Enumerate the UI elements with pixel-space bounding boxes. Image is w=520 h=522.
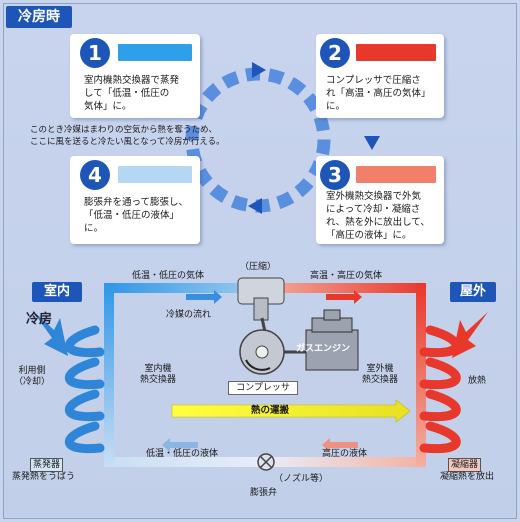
step-color-bar-4 xyxy=(118,166,192,183)
step-card-2: 2 コンプレッサで圧縮さ れ「高温・高圧の気体」 に。 xyxy=(316,34,444,118)
step-number-3: 3 xyxy=(320,160,350,190)
step-card-3: 3 室外機熱交換器で外気 によって冷却・凝縮さ れ、熱を外に放出して、 「高圧の… xyxy=(316,156,444,244)
step-card-4: 4 膨張弁を通って膨張し、 「低温・低圧の液体」 に。 xyxy=(70,156,200,244)
rotation-arrow xyxy=(245,359,271,371)
heat-transport-label: 熱の運搬 xyxy=(250,405,289,416)
step-text-1: 室内機熱交換器で蒸発 して「低温・低圧の 気体」に。 xyxy=(84,75,180,112)
gas-engine-cap xyxy=(323,309,341,321)
high-liquid-label: 高圧の液体 xyxy=(322,449,368,459)
condenser-badge: 凝縮器 xyxy=(448,458,482,472)
step-number-4: 4 xyxy=(80,160,110,190)
valve-cross-b xyxy=(259,455,273,469)
heat-release-label: 放熱 xyxy=(468,376,487,386)
user-side-label: 利用側 （冷却） xyxy=(13,366,50,387)
step-card-1: 1 室内機熱交換器で蒸発 して「低温・低圧の 気体」に。 xyxy=(70,34,200,118)
step-text-3: 室外機熱交換器で外気 によって冷却・凝縮さ れ、熱を外に放出して、 「高圧の液体… xyxy=(326,191,430,241)
step-text-4: 膨張弁を通って膨張し、 「低温・低圧の液体」 に。 xyxy=(84,197,189,234)
step-color-bar-1 xyxy=(118,44,192,61)
cool-wind-arrow xyxy=(32,310,68,356)
refrigerant-flow-label: 冷媒の流れ xyxy=(166,310,212,320)
evaporator-note: 蒸発熱をうばう xyxy=(12,472,76,482)
flow-arrow-top-right xyxy=(326,290,362,304)
step-number-2: 2 xyxy=(320,38,350,68)
heat-transport-arrow xyxy=(171,399,411,423)
mode-title: 冷房時 xyxy=(6,6,72,28)
side-note: このとき冷媒はまわりの空気から熱を奪うため、 ここに風を送ると冷たい風となって冷… xyxy=(30,125,225,147)
compressor-piston xyxy=(253,297,269,321)
compressor-label: コンプレッサ xyxy=(228,381,298,395)
indoor-hx-label: 室内機 熱交換器 xyxy=(139,364,176,385)
step-text-2: コンプレッサで圧縮さ れ「高温・高圧の気体」 に。 xyxy=(326,75,431,112)
crank-hub xyxy=(255,345,269,359)
nozzle-label: （ノズル等） xyxy=(274,474,329,484)
pipe-right xyxy=(416,283,426,467)
evaporator-coil xyxy=(64,325,105,454)
high-gas-label: 高温・高圧の気体 xyxy=(310,271,383,281)
cycle-arrow-right xyxy=(364,136,380,150)
flow-arrow-bottom-left xyxy=(162,438,198,452)
outdoor-hx-label: 室外機 熱交換器 xyxy=(361,364,398,385)
compression-label: （圧縮） xyxy=(240,262,277,272)
flow-arrow-top-left xyxy=(186,290,222,304)
indoor-badge: 室内 xyxy=(32,282,82,302)
expansion-valve-label: 膨張弁 xyxy=(250,488,278,498)
evaporator-badge: 蒸発器 xyxy=(30,458,64,472)
condenser-note: 凝縮熱を放出 xyxy=(440,472,495,482)
flow-arrow-bottom-right xyxy=(322,438,358,452)
pipe-left xyxy=(104,283,114,467)
step-color-bar-3 xyxy=(356,166,436,183)
low-gas-label: 低温・低圧の気体 xyxy=(132,271,205,281)
cycle-arrow-top xyxy=(252,62,266,78)
gas-engine-label: ガスエンジン xyxy=(296,344,351,354)
condenser-coil xyxy=(419,325,461,454)
cooling-label: 冷房 xyxy=(26,312,53,327)
heat-release-arrow xyxy=(452,312,488,358)
outdoor-badge: 屋外 xyxy=(450,282,496,302)
step-number-1: 1 xyxy=(80,38,110,68)
cycle-arrow-bottom xyxy=(248,198,262,214)
low-liquid-label: 低温・低圧の液体 xyxy=(146,449,219,459)
step-color-bar-2 xyxy=(356,44,436,61)
